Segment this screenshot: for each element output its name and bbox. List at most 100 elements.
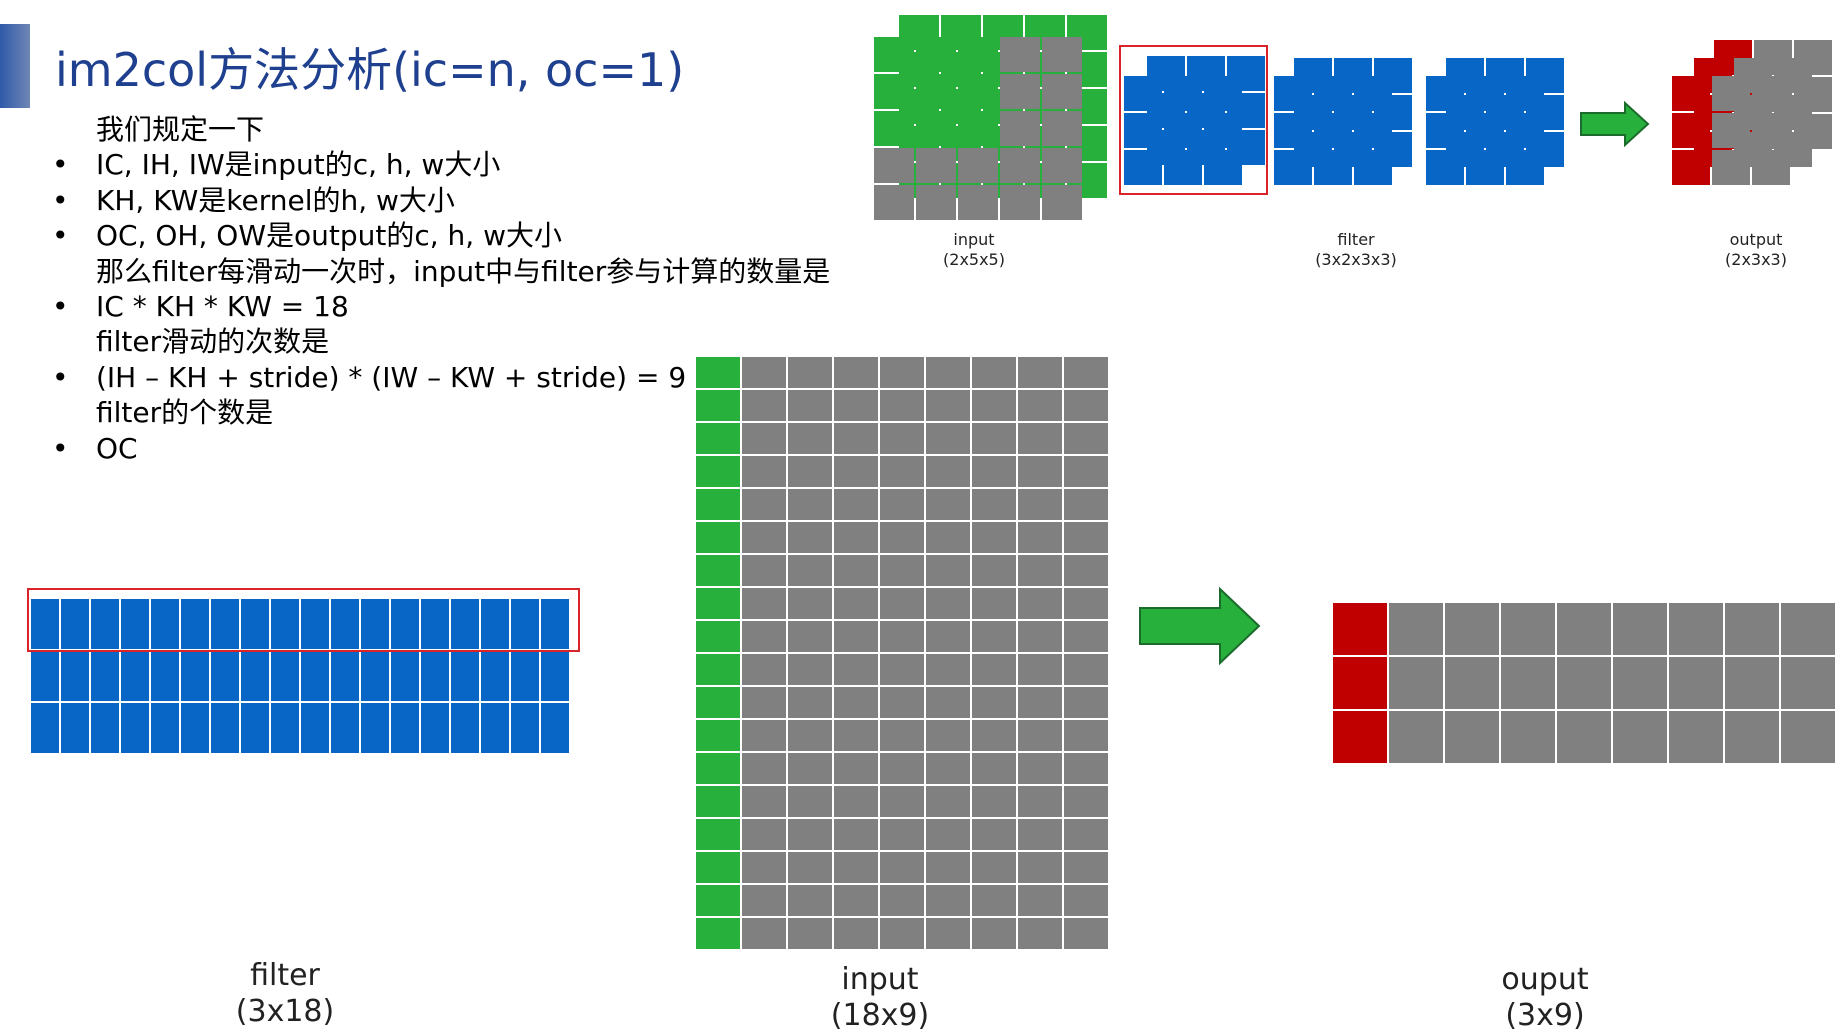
grid-cell (742, 720, 786, 751)
grid-cell (1018, 423, 1062, 454)
grid-cell (1669, 711, 1723, 763)
grid-cell (834, 918, 878, 949)
grid-cell (926, 423, 970, 454)
grid-cell (1501, 603, 1555, 655)
grid-cell (788, 918, 832, 949)
grid-cell (91, 651, 119, 701)
grid-cell (391, 703, 419, 753)
grid-cell (181, 599, 209, 649)
grid-cell (1672, 150, 1710, 185)
grid-cell (834, 621, 878, 652)
grid-cell (1042, 74, 1082, 109)
grid-cell (972, 423, 1016, 454)
grid-cell (788, 753, 832, 784)
text-line: filter的个数是 (50, 395, 830, 430)
grid-cell (1064, 588, 1108, 619)
grid-cell (880, 588, 924, 619)
grid-cell (874, 185, 914, 220)
grid-cell (788, 654, 832, 685)
grid-cell (1164, 113, 1202, 148)
grid-cell (121, 651, 149, 701)
description-text: 我们规定一下 •IC, IH, IW是input的c, h, w大小 •KH, … (50, 112, 830, 466)
grid-cell (121, 703, 149, 753)
grid-cell (1018, 654, 1062, 685)
grid-cell (926, 555, 970, 586)
grid-cell (1018, 489, 1062, 520)
grid-cell (301, 599, 329, 649)
grid-cell (1064, 357, 1108, 388)
grid-cell (880, 687, 924, 718)
line-text: OC, OH, OW是output的c, h, w大小 (96, 219, 563, 253)
grid-cell (1124, 76, 1162, 111)
grid-cell (331, 703, 359, 753)
line-text: filter的个数是 (96, 396, 274, 430)
grid-cell (926, 852, 970, 883)
bullet: • (52, 431, 69, 465)
grid-cell (1314, 76, 1352, 111)
line-text: 我们规定一下 (96, 113, 265, 146)
grid-cell (1018, 555, 1062, 586)
grid-cell (880, 522, 924, 553)
grid-cell (451, 703, 479, 753)
top-filter-1-front (1124, 76, 1242, 185)
grid-cell (1000, 111, 1040, 146)
grid-cell (696, 423, 740, 454)
grid-cell (926, 522, 970, 553)
grid-cell (696, 786, 740, 817)
grid-cell (788, 588, 832, 619)
grid-cell (481, 651, 509, 701)
grid-cell (61, 651, 89, 701)
grid-cell (874, 37, 914, 72)
grid-cell (1064, 456, 1108, 487)
bottom-output-label: ouput (3x9) (1425, 962, 1665, 1034)
text-line: • OC, OH, OW是output的c, h, w大小 (50, 218, 830, 253)
grid-cell (696, 687, 740, 718)
grid-cell (880, 555, 924, 586)
grid-cell (916, 111, 956, 146)
grid-cell (1712, 113, 1750, 148)
grid-cell (451, 599, 479, 649)
grid-cell (1064, 819, 1108, 850)
grid-cell (916, 185, 956, 220)
grid-cell (916, 37, 956, 72)
grid-cell (1064, 489, 1108, 520)
grid-cell (301, 703, 329, 753)
line-text: IC, IH, IW是input的c, h, w大小 (96, 148, 501, 182)
grid-cell (1466, 113, 1504, 148)
top-input-label: input (2x5x5) (904, 230, 1044, 270)
grid-cell (972, 885, 1016, 916)
grid-cell (926, 885, 970, 916)
grid-cell (1018, 357, 1062, 388)
grid-cell (880, 390, 924, 421)
grid-cell (511, 703, 539, 753)
grid-cell (241, 599, 269, 649)
grid-cell (1018, 687, 1062, 718)
grid-cell (696, 390, 740, 421)
bullet: • (52, 219, 69, 253)
grid-cell (926, 621, 970, 652)
grid-cell (61, 703, 89, 753)
grid-cell (880, 621, 924, 652)
grid-cell (916, 148, 956, 183)
grid-cell (1389, 657, 1443, 709)
grid-cell (834, 588, 878, 619)
grid-cell (834, 753, 878, 784)
grid-cell (972, 357, 1016, 388)
grid-cell (788, 786, 832, 817)
top-filter-name: filter (1337, 230, 1375, 249)
grid-cell (1018, 918, 1062, 949)
bottom-output-matrix (1333, 603, 1835, 763)
grid-cell (696, 588, 740, 619)
grid-cell (696, 357, 740, 388)
grid-cell (1000, 37, 1040, 72)
grid-cell (1064, 621, 1108, 652)
bullet: • (52, 289, 69, 323)
grid-cell (1018, 588, 1062, 619)
grid-cell (1712, 76, 1750, 111)
grid-cell (972, 390, 1016, 421)
grid-cell (361, 599, 389, 649)
grid-cell (972, 786, 1016, 817)
grid-cell (926, 489, 970, 520)
grid-cell (1672, 76, 1710, 111)
grid-cell (742, 423, 786, 454)
